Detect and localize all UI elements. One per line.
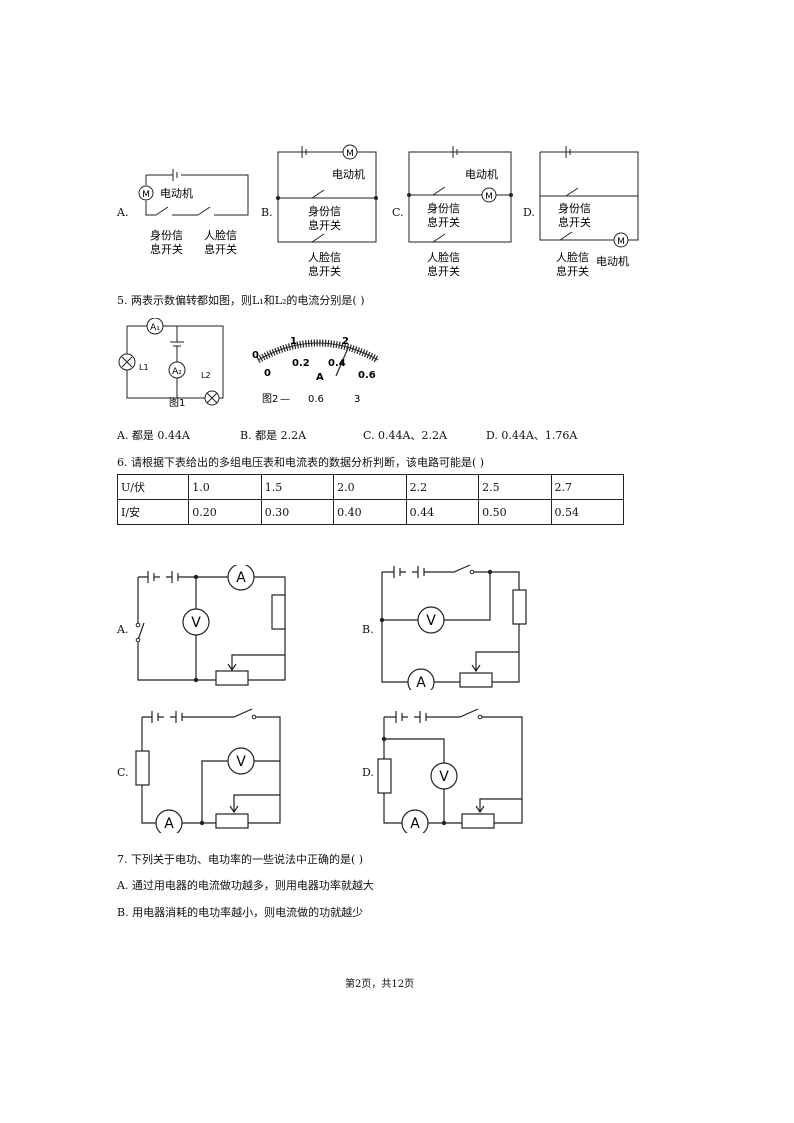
id-switch-label-2: 息开关: [427, 215, 460, 229]
meter-unit-label: A: [316, 372, 324, 383]
page-footer: 第2页，共12页: [345, 979, 415, 990]
motor-label: 电动机: [160, 186, 193, 200]
face-switch-label-2: 息开关: [308, 264, 341, 278]
table-cell: 0.44: [405, 499, 480, 525]
q4-option-d-letter: D.: [523, 206, 535, 219]
table-cell: 1.0: [188, 474, 262, 500]
face-switch-label-1: 人脸信: [204, 228, 237, 242]
id-switch-label-2: 息开关: [308, 218, 341, 232]
q4-circuit-b: M 电动机 身份信 息开关 人脸信 息开关: [276, 144, 378, 278]
q6-circuit-a: A V: [135, 565, 286, 686]
motor-m-label: M: [142, 190, 150, 200]
meter-mid-tick-3: 0.6: [358, 370, 376, 381]
table-cell: 2.0: [333, 474, 407, 500]
meter-top-tick-0: 0: [252, 350, 259, 361]
table-cell: 2.7: [550, 474, 625, 500]
id-switch-label-2: 息开关: [150, 242, 183, 256]
id-switch-label-1: 身份信: [558, 201, 591, 215]
meter-top-tick-2: 2: [342, 336, 349, 347]
q6-option-b-letter: B.: [362, 623, 374, 636]
fig1-caption: 图1: [169, 397, 185, 409]
ammeter-label: A: [236, 570, 246, 586]
q5-question: 5. 两表示数偏转都如图，则L₁和L₂的电流分别是( ): [117, 294, 365, 307]
q5-option-b: B. 都是 2.2A: [240, 429, 307, 442]
meter-mid-tick-0: 0: [264, 368, 271, 379]
motor-label: 电动机: [596, 254, 629, 268]
svg-text:—: —: [280, 394, 290, 405]
meter-bottom-tick-1: 3: [354, 394, 360, 405]
voltmeter-label: V: [236, 754, 246, 770]
q7-option-a: A. 通过用电器的电流做功越多，则用电器功率就越大: [117, 879, 374, 892]
meter-top-tick-1: 1: [290, 336, 297, 347]
ammeter-label: A: [416, 675, 426, 690]
q5-option-c: C. 0.44A、2.2A: [363, 429, 447, 442]
fig2-caption: 图2: [262, 393, 278, 405]
meter-bottom-tick-0: 0.6: [308, 394, 324, 405]
table-cell-label: I/安: [116, 499, 190, 525]
q4-option-c-letter: C.: [392, 206, 404, 219]
q4-circuit-c: M 电动机 身份信 息开关 人脸信 息开关: [407, 146, 513, 278]
face-switch-label-2: 息开关: [556, 264, 589, 278]
ammeter-a2-label: A₂: [172, 367, 182, 377]
q6-question: 6. 请根据下表给出的多组电压表和电流表的数据分析判断，该电路可能是( ): [117, 456, 485, 469]
q7-question: 7. 下列关于电功、电功率的一些说法中正确的是( ): [117, 853, 364, 866]
face-switch-label-1: 人脸信: [556, 250, 589, 264]
face-switch-label-1: 人脸信: [308, 250, 341, 264]
lamp-l2-label: L2: [201, 371, 211, 380]
motor-label: 电动机: [332, 167, 365, 181]
meter-mid-tick-1: 0.2: [292, 358, 310, 369]
table-cell-label: U/伏: [116, 474, 190, 500]
q4-circuit-a: M 电动机 身份信 息开关 人脸信 息开关: [138, 169, 249, 256]
q5-option-a: A. 都是 0.44A: [117, 429, 190, 442]
motor-m-label: M: [346, 149, 354, 159]
table-row: U/伏 1.0 1.5 2.0 2.2 2.5 2.7: [116, 474, 625, 500]
q4-option-b-letter: B.: [261, 206, 273, 219]
ammeter-label: A: [410, 816, 420, 832]
voltmeter-label: V: [439, 769, 449, 785]
face-switch-label-1: 人脸信: [427, 250, 460, 264]
table-cell: 0.54: [550, 499, 625, 525]
q6-option-a-letter: A.: [117, 623, 129, 636]
table-row: I/安 0.20 0.30 0.40 0.44 0.50 0.54: [116, 499, 625, 525]
q6-circuit-b: V A: [379, 564, 527, 690]
face-switch-label-2: 息开关: [204, 242, 237, 256]
q4-option-a-letter: A.: [117, 206, 129, 219]
id-switch-label-1: 身份信: [308, 204, 341, 218]
lamp-l1-label: L1: [139, 363, 149, 372]
face-switch-label-2: 息开关: [427, 264, 460, 278]
id-switch-label-1: 身份信: [150, 228, 183, 242]
q5-figure-1: A₁ A₂ L1 L2 图1: [118, 318, 224, 409]
id-switch-label-2: 息开关: [558, 215, 591, 229]
voltmeter-label: V: [426, 613, 436, 629]
q5-figure-2-meter: 0 1 2 0 0.2 0.4 0.6 A 图2 — 0.6 3: [252, 336, 380, 405]
ammeter-a1-label: A₁: [150, 323, 160, 333]
table-cell: 2.2: [405, 474, 480, 500]
q6-circuit-c: A V: [135, 708, 281, 833]
q6-circuit-d: A V: [377, 708, 523, 833]
table-cell: 0.30: [260, 499, 335, 525]
table-cell: 2.5: [478, 474, 552, 500]
motor-m-label: M: [617, 237, 625, 247]
motor-m-label: M: [485, 192, 493, 202]
meter-mid-tick-2: 0.4: [328, 358, 346, 369]
table-cell: 0.20: [188, 499, 262, 525]
q7-option-b: B. 用电器消耗的电功率越小，则电流做的功就越少: [117, 906, 364, 919]
table-cell: 0.50: [478, 499, 552, 525]
table-cell: 1.5: [260, 474, 335, 500]
q6-option-c-letter: C.: [117, 766, 129, 779]
id-switch-label-1: 身份信: [427, 201, 460, 215]
motor-label: 电动机: [465, 167, 498, 181]
q6-option-d-letter: D.: [362, 766, 374, 779]
q4-circuit-d: M 电动机 身份信 息开关 人脸信 息开关: [539, 146, 639, 278]
ammeter-label: A: [164, 816, 174, 832]
table-cell: 0.40: [333, 499, 407, 525]
voltmeter-label: V: [191, 615, 201, 631]
q6-data-table: U/伏 1.0 1.5 2.0 2.2 2.5 2.7 I/安 0.20 0.3…: [116, 474, 625, 525]
q5-option-d: D. 0.44A、1.76A: [486, 429, 578, 442]
